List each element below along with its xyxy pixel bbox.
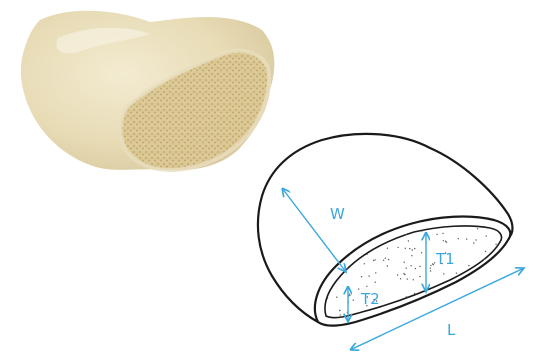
stipple-dot bbox=[347, 268, 348, 269]
stipple-dot bbox=[422, 230, 423, 231]
stipple-dot bbox=[414, 293, 415, 294]
stipple-dot bbox=[411, 255, 412, 256]
stipple-dot bbox=[430, 268, 431, 269]
stipple-dot bbox=[385, 258, 386, 259]
stipple-dot bbox=[388, 259, 389, 260]
stipple-dot bbox=[483, 258, 484, 259]
stipple-dot bbox=[473, 242, 474, 243]
stipple-dot bbox=[475, 239, 476, 240]
dimension-label-l: L bbox=[447, 321, 456, 339]
stipple-dot bbox=[387, 248, 388, 249]
stipple-dot bbox=[408, 240, 409, 241]
dimension-label-w: W bbox=[330, 205, 345, 223]
stipple-dot bbox=[361, 276, 362, 277]
stipple-dot bbox=[412, 249, 413, 250]
stipple-dot bbox=[466, 238, 467, 239]
stipple-dot bbox=[353, 300, 354, 301]
stipple-dot bbox=[477, 228, 478, 229]
stipple-dot bbox=[375, 272, 376, 273]
stipple-dot bbox=[432, 263, 433, 264]
stipple-dot bbox=[419, 266, 420, 267]
stipple-dot bbox=[397, 247, 398, 248]
stipple-dot bbox=[366, 254, 367, 255]
stipple-dot bbox=[468, 265, 469, 266]
stipple-dot bbox=[421, 252, 422, 253]
stipple-dot bbox=[406, 234, 407, 235]
stipple-dot bbox=[430, 270, 431, 271]
stipple-dot bbox=[486, 235, 487, 236]
stipple-dot bbox=[410, 265, 411, 266]
stipple-dot bbox=[415, 268, 416, 269]
stipple-dot bbox=[397, 274, 398, 275]
stipple-dot bbox=[446, 242, 447, 243]
stipple-dot bbox=[430, 265, 431, 266]
stipple-dot bbox=[442, 233, 443, 234]
dimension-label-t2: T2 bbox=[360, 290, 380, 308]
stipple-dot bbox=[374, 259, 375, 260]
stipple-dot bbox=[443, 240, 444, 241]
stipple-dot bbox=[409, 248, 410, 249]
stipple-dot bbox=[458, 238, 459, 239]
stipple-dot bbox=[387, 265, 388, 266]
stipple-dot bbox=[327, 298, 328, 299]
stipple-dot bbox=[403, 273, 404, 274]
stipple-dot bbox=[375, 282, 376, 283]
stipple-dot bbox=[419, 276, 420, 277]
stipple-dot bbox=[364, 263, 365, 264]
stipple-dot bbox=[436, 234, 437, 235]
stipple-dot bbox=[413, 279, 414, 280]
stipple-dot bbox=[339, 310, 340, 311]
stipple-dot bbox=[349, 293, 350, 294]
stipple-dot bbox=[358, 288, 359, 289]
stipple-dot bbox=[485, 251, 486, 252]
stipple-dot bbox=[383, 260, 384, 261]
stipple-dot bbox=[336, 297, 337, 298]
dimension-label-t1: T1 bbox=[435, 250, 455, 268]
stipple-dot bbox=[340, 314, 341, 315]
bone-block-diagram: W T1 T2 L bbox=[258, 134, 524, 350]
stipple-dot bbox=[369, 275, 370, 276]
stipple-dot bbox=[406, 296, 407, 297]
stipple-dot bbox=[406, 268, 407, 269]
stipple-dot bbox=[495, 244, 496, 245]
stipple-dot bbox=[373, 260, 374, 261]
stipple-dot bbox=[400, 278, 401, 279]
stipple-dot bbox=[456, 273, 457, 274]
stipple-dot bbox=[443, 273, 444, 274]
bone-block-photo bbox=[21, 11, 275, 171]
stipple-dot bbox=[404, 262, 405, 263]
stipple-dot bbox=[366, 286, 367, 287]
stipple-dot bbox=[414, 248, 415, 249]
stipple-dot bbox=[405, 248, 406, 249]
stipple-dot bbox=[407, 278, 408, 279]
stipple-dot bbox=[349, 295, 350, 296]
